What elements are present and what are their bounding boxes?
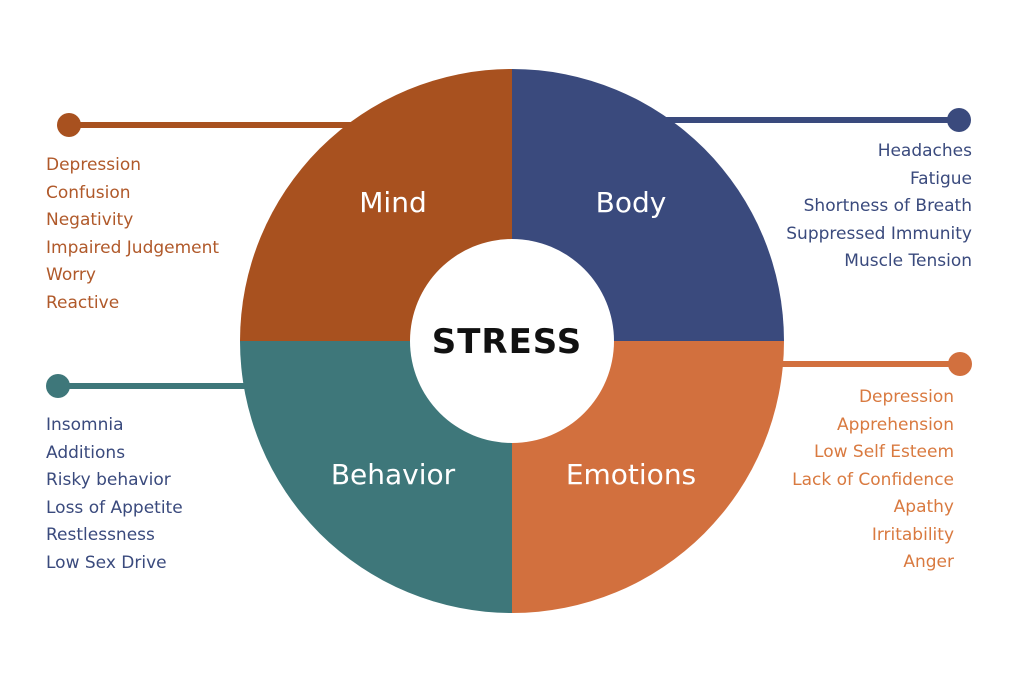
emotions-symptom-list: Depression Apprehension Low Self Esteem …: [792, 384, 954, 577]
list-item: Irritability: [871, 524, 954, 545]
body-connector-dot: [947, 108, 971, 132]
list-item: Insomnia: [46, 415, 124, 435]
behavior-symptom-list: Insomnia Additions Risky behavior Loss o…: [46, 412, 183, 577]
list-item: Depression: [46, 155, 142, 175]
list-item: Lack of Confidence: [792, 469, 954, 490]
center-label: STRESS: [432, 322, 583, 362]
list-item: Shortness of Breath: [803, 196, 972, 216]
list-item: Worry: [46, 265, 96, 285]
mind-connector-dot: [57, 113, 81, 137]
list-item: Anger: [903, 552, 954, 572]
behavior-label: Behavior: [331, 458, 456, 491]
list-item: Loss of Appetite: [46, 497, 183, 518]
list-item: Reactive: [46, 292, 120, 313]
list-item: Fatigue: [909, 168, 972, 189]
list-item: Suppressed Immunity: [786, 223, 972, 244]
emotions-connector-dot: [948, 352, 972, 376]
list-item: Confusion: [46, 182, 131, 203]
mind-label: Mind: [359, 186, 426, 219]
behavior-connector-dot: [46, 374, 70, 398]
list-item: Apprehension: [836, 414, 954, 435]
emotions-label: Emotions: [566, 458, 696, 491]
body-label: Body: [596, 186, 667, 219]
list-item: Apathy: [893, 497, 954, 517]
list-item: Restlessness: [46, 525, 155, 545]
list-item: Depression: [858, 387, 954, 407]
list-item: Low Sex Drive: [46, 552, 167, 573]
list-item: Negativity: [46, 210, 134, 230]
list-item: Low Self Esteem: [814, 442, 954, 462]
list-item: Muscle Tension: [844, 251, 972, 271]
mind-symptom-list: Depression Confusion Negativity Impaired…: [46, 152, 219, 317]
list-item: Risky behavior: [46, 470, 171, 490]
center-circle: [410, 239, 614, 443]
list-item: Impaired Judgement: [46, 237, 220, 258]
list-item: Additions: [46, 442, 126, 463]
list-item: Headaches: [877, 141, 972, 161]
body-symptom-list: Headaches Fatigue Shortness of Breath Su…: [786, 138, 972, 276]
